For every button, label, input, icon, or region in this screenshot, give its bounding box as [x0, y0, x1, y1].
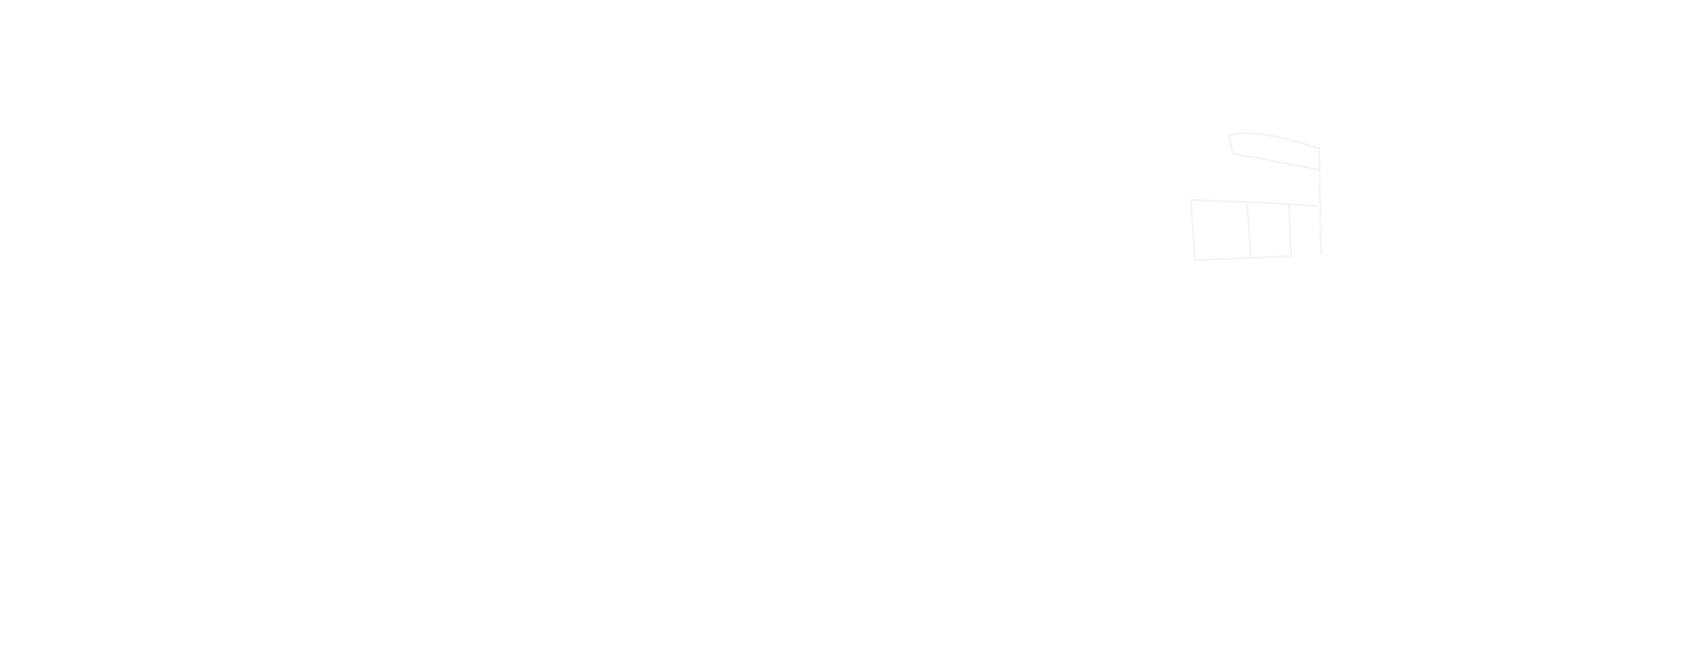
faint-box-icon — [1185, 128, 1335, 273]
